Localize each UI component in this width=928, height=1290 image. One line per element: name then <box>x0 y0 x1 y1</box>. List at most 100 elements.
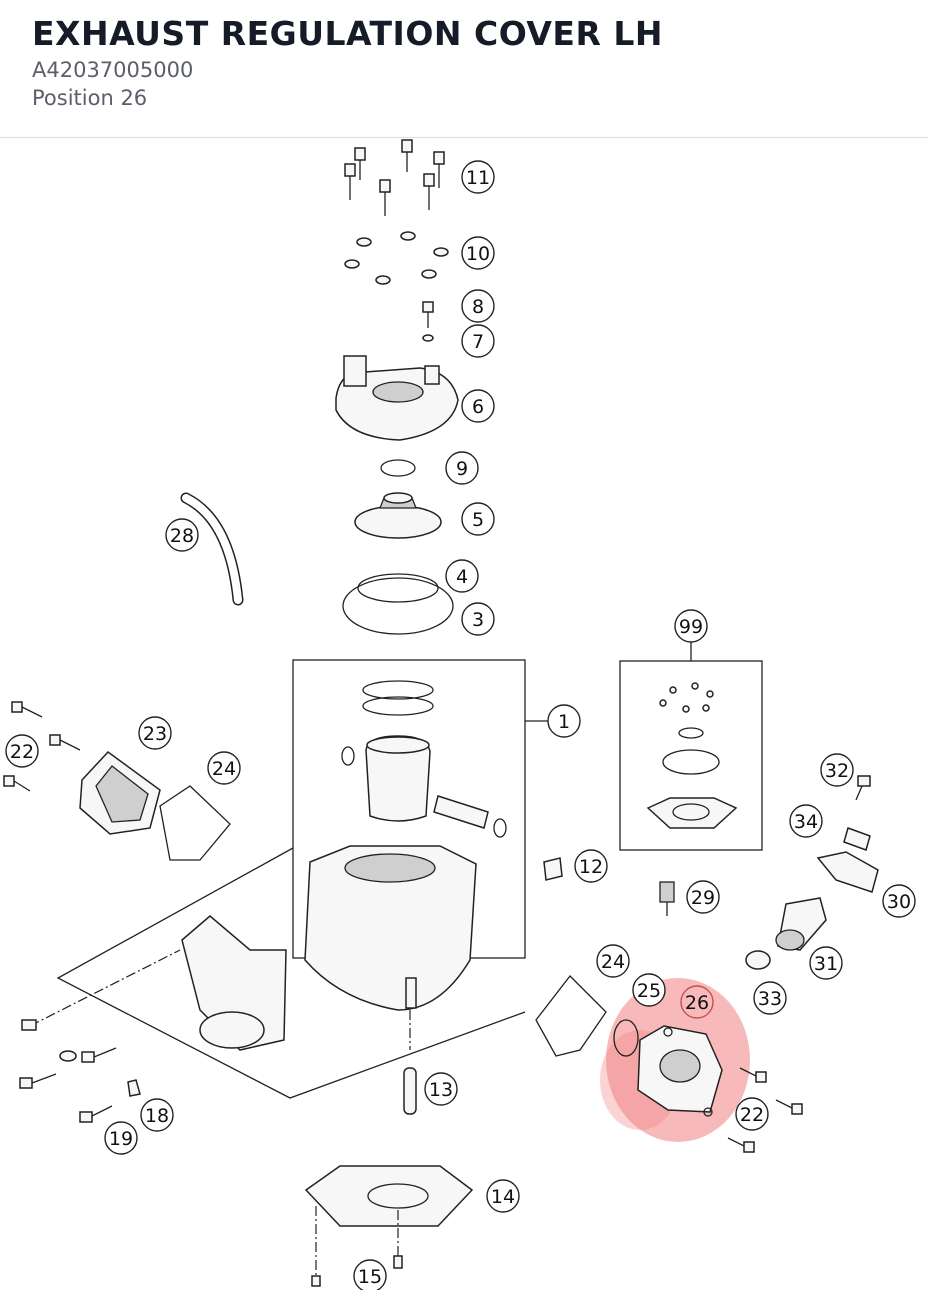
callout-28[interactable]: 28 <box>165 518 199 552</box>
nut-12 <box>543 857 563 881</box>
callout-circle <box>461 502 495 536</box>
callout-25[interactable]: 25 <box>632 973 666 1007</box>
callout-label: 6 <box>472 396 484 418</box>
callout-circle <box>789 804 823 838</box>
callout-18[interactable]: 18 <box>140 1098 174 1132</box>
callout-circle <box>461 602 495 636</box>
callout-30[interactable]: 30 <box>882 884 916 918</box>
o-ring-25 <box>613 1019 639 1057</box>
callout-26[interactable]: 26 <box>680 985 714 1019</box>
callout-circle <box>165 518 199 552</box>
callout-circle <box>547 704 581 738</box>
callout-circle <box>486 1179 520 1213</box>
callout-circle <box>674 609 708 643</box>
callout-label: 8 <box>472 296 484 318</box>
callout-22[interactable]: 22 <box>735 1097 769 1131</box>
callout-24[interactable]: 24 <box>207 751 241 785</box>
callout-5[interactable]: 5 <box>461 502 495 536</box>
callout-24[interactable]: 24 <box>596 944 630 978</box>
part-title: EXHAUST REGULATION COVER LH <box>32 14 663 53</box>
callout-8[interactable]: 8 <box>461 289 495 323</box>
callout-29[interactable]: 29 <box>686 880 720 914</box>
callout-label: 24 <box>601 951 625 973</box>
callout-circle-highlighted <box>680 985 714 1019</box>
callout-circle <box>445 451 479 485</box>
o-ring-4 <box>357 573 439 603</box>
callout-label: 12 <box>579 856 603 878</box>
callout-31[interactable]: 31 <box>809 946 843 980</box>
callout-9[interactable]: 9 <box>445 451 479 485</box>
callout-circle <box>5 734 39 768</box>
callout-label: 29 <box>691 887 715 909</box>
callout-3[interactable]: 3 <box>461 602 495 636</box>
callout-99[interactable]: 99 <box>674 609 708 643</box>
small-parts-18-19 <box>19 1047 141 1123</box>
callout-circle <box>207 751 241 785</box>
gasket-24-right <box>535 975 607 1057</box>
part-header: EXHAUST REGULATION COVER LH A42037005000… <box>0 0 928 138</box>
actuator-31 <box>775 897 827 951</box>
callout-6[interactable]: 6 <box>461 389 495 423</box>
part-number: A42037005000 <box>32 58 194 82</box>
callout-33[interactable]: 33 <box>753 981 787 1015</box>
callout-13[interactable]: 13 <box>424 1072 458 1106</box>
callouts: 11 10 8 7 6 9 5 28 4 3 99 1 23 22 24 32 34 12 29 30 31 24 25 26… <box>5 160 916 1290</box>
callout-circle <box>353 1259 387 1290</box>
callout-19[interactable]: 19 <box>104 1121 138 1155</box>
callout-label: 15 <box>358 1266 382 1288</box>
callout-10[interactable]: 10 <box>461 236 495 270</box>
callout-32[interactable]: 32 <box>820 753 854 787</box>
part-34 <box>843 827 871 851</box>
callout-label: 18 <box>145 1105 169 1127</box>
callout-circle <box>104 1121 138 1155</box>
callout-circle <box>461 324 495 358</box>
callout-1[interactable]: 1 <box>547 704 581 738</box>
callout-23[interactable]: 23 <box>138 716 172 750</box>
washers <box>344 231 449 285</box>
callout-label: 3 <box>472 609 484 631</box>
callout-label: 5 <box>472 509 484 531</box>
callout-label: 99 <box>679 616 703 638</box>
piston <box>341 735 507 838</box>
callout-label: 22 <box>740 1104 764 1126</box>
callout-label: 31 <box>814 953 838 975</box>
callout-circle <box>461 160 495 194</box>
callout-7[interactable]: 7 <box>461 324 495 358</box>
bolts-22-left <box>3 701 81 792</box>
callout-label: 19 <box>109 1128 133 1150</box>
callout-circle <box>686 880 720 914</box>
callout-label: 13 <box>429 1079 453 1101</box>
combustion-chamber-insert <box>354 492 442 539</box>
callout-11[interactable]: 11 <box>461 160 495 194</box>
callout-circle <box>424 1072 458 1106</box>
cap-33 <box>745 950 771 970</box>
callout-label: 34 <box>794 811 818 833</box>
callout-circle <box>820 753 854 787</box>
bolt-32 <box>855 775 871 801</box>
callout-circle <box>138 716 172 750</box>
callout-circle <box>461 389 495 423</box>
callout-15[interactable]: 15 <box>353 1259 387 1290</box>
callout-4[interactable]: 4 <box>445 559 479 593</box>
callout-12[interactable]: 12 <box>574 849 608 883</box>
callout-circle <box>445 559 479 593</box>
callout-14[interactable]: 14 <box>486 1179 520 1213</box>
callout-22[interactable]: 22 <box>5 734 39 768</box>
cylinder <box>304 845 477 1011</box>
cylinder-head-bolts <box>344 139 445 216</box>
callout-circle <box>632 973 666 1007</box>
callout-circle <box>882 884 916 918</box>
callout-circle <box>140 1098 174 1132</box>
stud <box>403 1067 417 1115</box>
callout-34[interactable]: 34 <box>789 804 823 838</box>
callout-circle <box>596 944 630 978</box>
callout-label: 24 <box>212 758 236 780</box>
cylinder-head <box>335 355 459 441</box>
screw-and-seal <box>422 301 434 342</box>
callout-circle <box>735 1097 769 1131</box>
callout-label: 10 <box>466 243 490 265</box>
callout-label: 7 <box>472 331 484 353</box>
callout-label: 9 <box>456 458 468 480</box>
gasket-24-left <box>159 785 231 861</box>
sensor-29 <box>659 881 675 916</box>
